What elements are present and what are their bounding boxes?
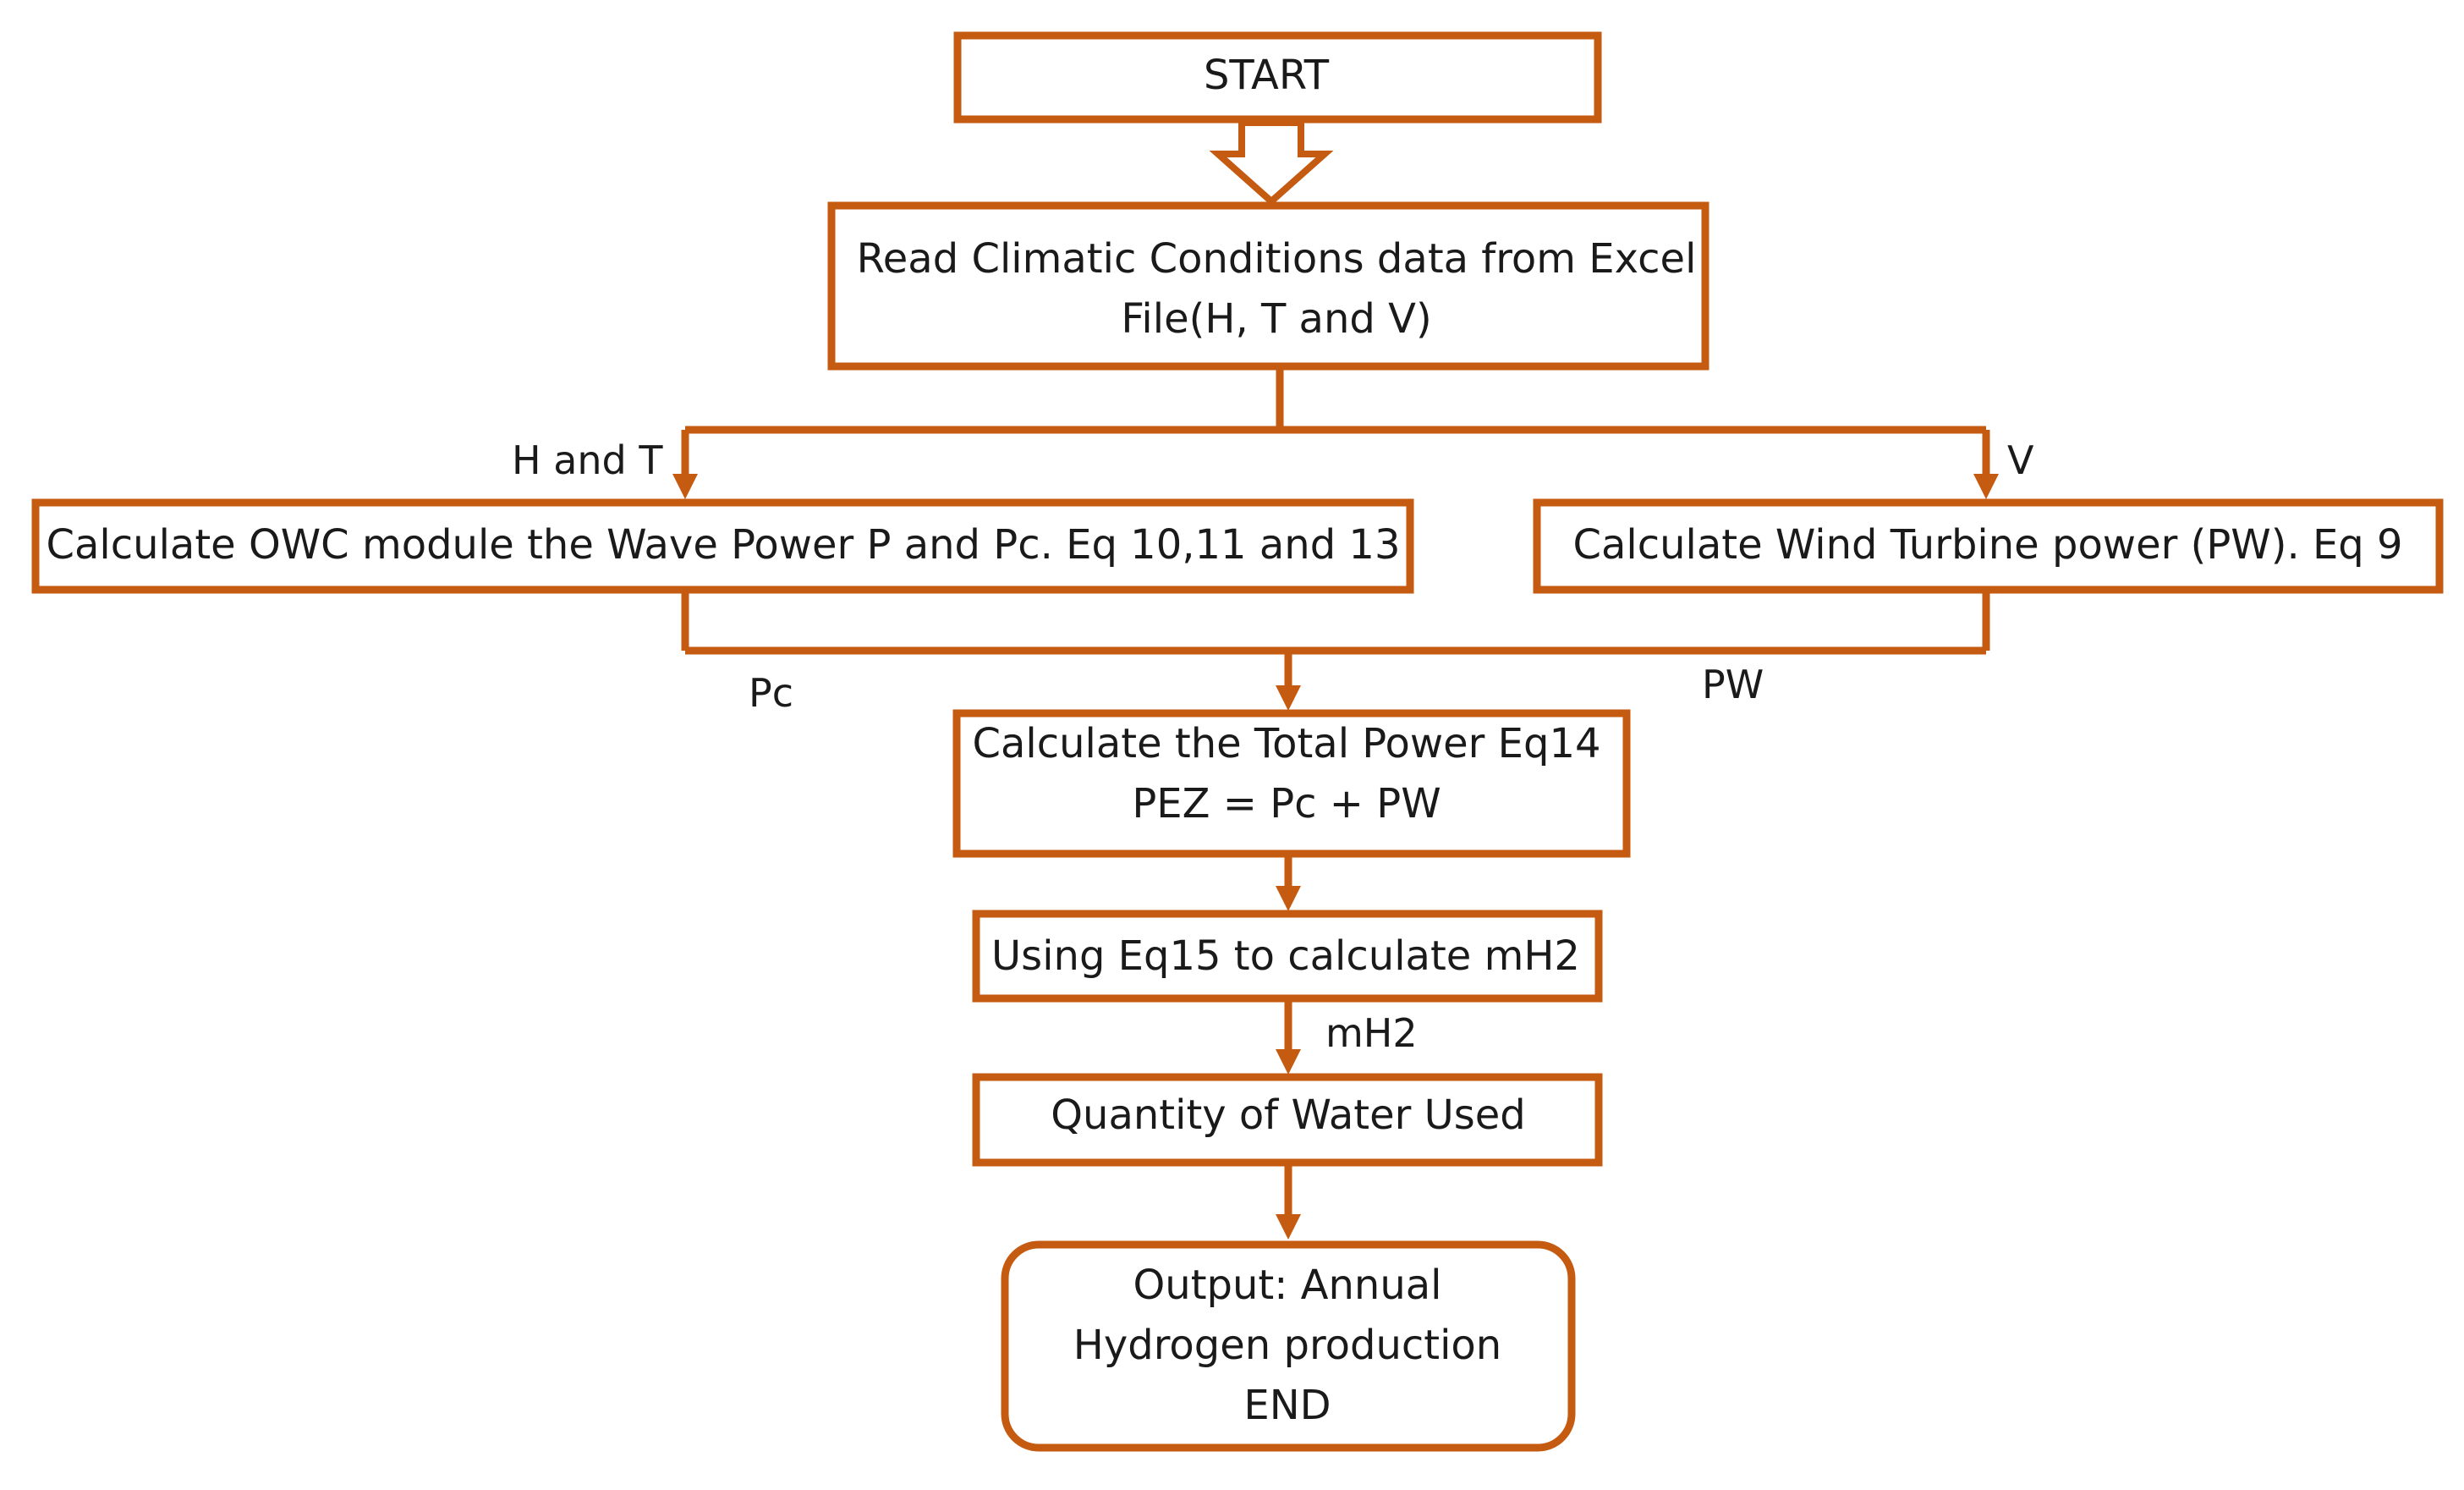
water-used-box-text: Quantity of Water Used bbox=[1051, 1091, 1526, 1139]
total-line-1: Calculate the Total Power Eq14 bbox=[972, 720, 1600, 767]
arrowheads bbox=[672, 474, 1999, 1240]
read-line-2: File(H, T and V) bbox=[1121, 295, 1431, 343]
owc-calc-box: Calculate OWC module the Wave Power P an… bbox=[31, 498, 1414, 594]
output-line-1: Output: Annual bbox=[1133, 1262, 1441, 1309]
wind-line-1: Calculate Wind Turbine power (PW). Eq 9 bbox=[1572, 521, 2402, 569]
pc-label: Pc bbox=[749, 670, 793, 716]
mh2-label: mH2 bbox=[1325, 1010, 1418, 1056]
start-to-read-block-arrow bbox=[1209, 119, 1334, 206]
total-arrowhead bbox=[1276, 685, 1301, 711]
v-label: V bbox=[2007, 437, 2034, 483]
water-line-1: Quantity of Water Used bbox=[1051, 1091, 1526, 1139]
pw-label: PW bbox=[1702, 662, 1764, 707]
owc-arrowhead bbox=[672, 474, 698, 499]
water-arrowhead bbox=[1276, 1049, 1301, 1075]
h-and-t-label: H and T bbox=[512, 437, 663, 483]
total-line-2: PEZ = Pc + PW bbox=[1132, 780, 1441, 827]
owc-calc-box-text: Calculate OWC module the Wave Power P an… bbox=[47, 521, 1401, 569]
start-box: START bbox=[953, 31, 1602, 124]
mh2-calc-box: Using Eq15 to calculate mH2 bbox=[972, 910, 1603, 1003]
read-data-box: Read Climatic Conditions data from Excel… bbox=[827, 201, 1709, 371]
output-line-2: Hydrogen production bbox=[1073, 1322, 1501, 1369]
start-line-1: START bbox=[1204, 52, 1330, 99]
wind-calc-box-text: Calculate Wind Turbine power (PW). Eq 9 bbox=[1572, 521, 2402, 569]
connectors bbox=[681, 366, 1990, 1218]
start-box-text: START bbox=[1204, 52, 1330, 99]
mh2-box-arrowhead bbox=[1276, 886, 1301, 911]
mh2-calc-box-text: Using Eq15 to calculate mH2 bbox=[991, 932, 1580, 980]
read-line-1: Read Climatic Conditions data from Excel bbox=[857, 235, 1697, 283]
wind-calc-box: Calculate Wind Turbine power (PW). Eq 9 bbox=[1533, 498, 2444, 594]
wind-arrowhead bbox=[1973, 474, 1999, 499]
mh2-line-1: Using Eq15 to calculate mH2 bbox=[991, 932, 1580, 980]
water-used-box: Quantity of Water Used bbox=[972, 1073, 1603, 1167]
read-data-box-text: Read Climatic Conditions data from Excel… bbox=[857, 235, 1697, 343]
owc-line-1: Calculate OWC module the Wave Power P an… bbox=[47, 521, 1401, 569]
output-arrowhead bbox=[1276, 1214, 1301, 1240]
output-line-3: END bbox=[1243, 1382, 1331, 1429]
